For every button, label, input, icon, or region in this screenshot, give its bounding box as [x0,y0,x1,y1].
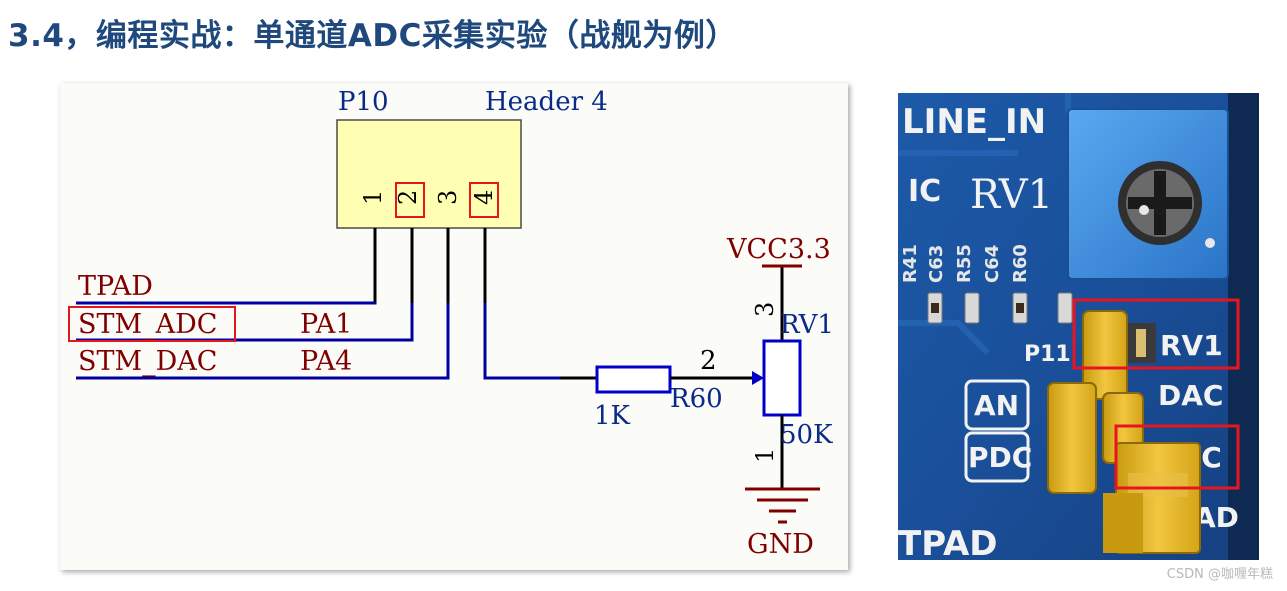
header-pin-2: 2 [394,190,422,205]
net-label-pa1: PA1 [300,309,352,340]
pot-pin-3: 3 [751,302,779,317]
header-p10-body [336,119,522,229]
pin2-highlight [395,182,425,218]
schematic-diagram: P10 Header 4 1 2 3 4 TPAD STM_ [68,87,834,560]
board-photo-drawing: LINE_IN IC RV1 R41 C63 R55 C64 R60 [898,93,1259,560]
silk-line-in: LINE_IN [902,102,1046,142]
rv1-pin-highlight [1072,298,1240,370]
header-pin-1: 1 [359,190,387,205]
schematic-panel: P10 Header 4 1 2 3 4 TPAD STM_ [60,83,848,570]
header-ref: P10 [338,87,389,117]
pot-value: 50K [780,420,833,450]
header-pin-3: 3 [434,190,462,205]
pin4-highlight [469,182,499,218]
header-pin-4: 4 [470,190,498,205]
silk-mic: IC [908,174,941,209]
pot-pin-1: 1 [751,448,779,463]
silk-c64: C64 [982,245,1003,283]
ground-symbol [745,487,820,524]
net-label-tpad: TPAD [78,271,153,302]
resistor-r60 [595,365,672,394]
net-label-stm-dac: STM_DAC [78,346,217,377]
gnd-label: GND [747,529,814,560]
silk-tpad: TPAD [898,524,998,560]
net-label-pa4: PA4 [300,346,352,377]
pin-header [1047,310,1201,554]
adc-pin-highlight [1114,424,1240,490]
pot-wiper-pin: 2 [700,346,717,376]
silk-ad: AD [1194,501,1239,534]
silk-rv1-pin: RV1 [1160,329,1223,362]
silk-r55: R55 [954,244,975,283]
silk-rv1: RV1 [970,172,1053,218]
silk-pdc: PDC [968,441,1032,474]
header-value: Header 4 [485,87,608,117]
watermark: CSDN @咖喱年糕 [1166,567,1273,582]
stm-adc-highlight [68,306,236,342]
vcc-label: VCC3.3 [726,234,831,265]
silk-dac: DAC [1158,379,1223,412]
net-label-stm-adc: STM_ADC [78,309,217,340]
board-photo: LINE_IN IC RV1 R41 C63 R55 C64 R60 [898,93,1259,560]
resistor-ref: R60 [670,384,723,414]
resistor-value: 1K [594,401,631,431]
page-title: 3.4，编程实战：单通道ADC采集实验（战舰为例） [8,18,737,54]
pot-ref: RV1 [780,310,834,340]
silk-p11: P11 [1024,342,1071,367]
potentiometer-rv1 [762,339,802,417]
silk-an: AN [974,389,1019,422]
silk-c63: C63 [926,245,947,283]
silk-r41: R41 [900,244,921,283]
silk-r60: R60 [1010,244,1031,283]
